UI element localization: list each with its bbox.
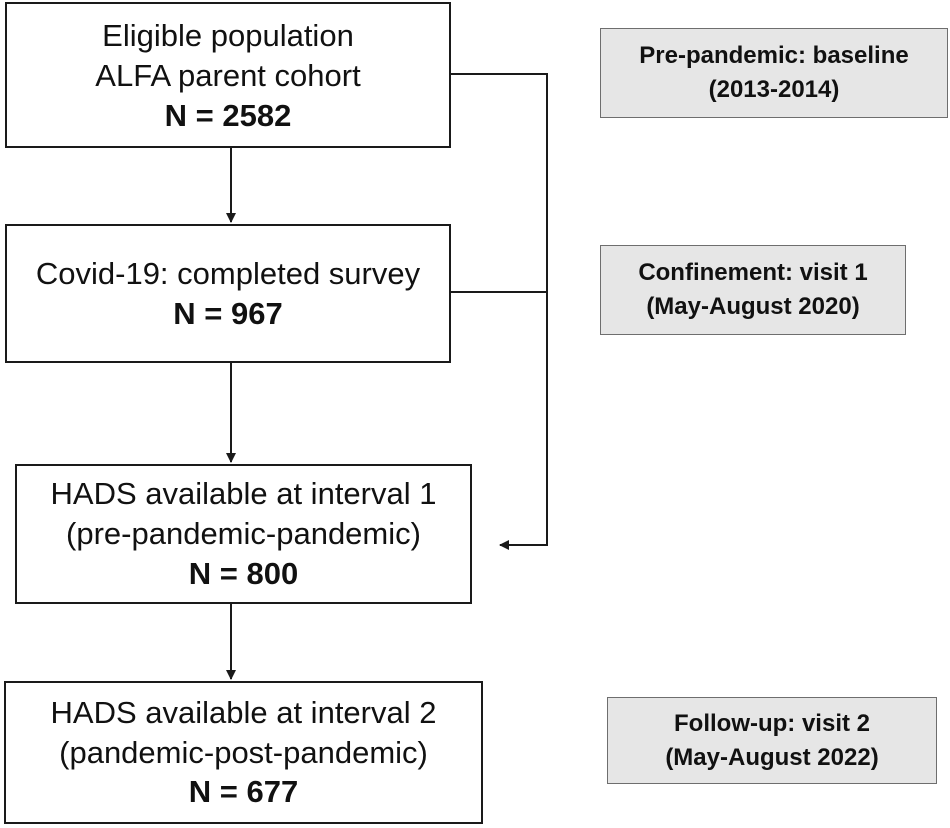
timepoint-label-period: (May-August 2022) (665, 743, 879, 771)
timepoint-label-period: (May-August 2020) (646, 293, 860, 320)
timepoint-label-visit-1: Confinement: visit 1 (May-August 2020) (600, 245, 906, 335)
box3-line2: (pre-pandemic-pandemic) (66, 516, 421, 552)
flow-box-completed-survey: Covid-19: completed survey N = 967 (5, 224, 451, 363)
box2-line1: Covid-19: completed survey (35, 255, 421, 291)
box4-line2: (pandemic-post-pandemic) (59, 734, 428, 770)
timepoint-label-title: Pre-pandemic: baseline (639, 42, 909, 70)
box4-count: N = 677 (188, 774, 299, 810)
box1-line2: ALFA parent cohort (95, 58, 361, 94)
timepoint-label-title: Confinement: visit 1 (638, 259, 868, 287)
timepoint-label-period: (2013-2014) (708, 76, 840, 103)
flow-box-hads-interval-2: HADS available at interval 2 (pandemic-p… (4, 681, 483, 824)
box2-count: N = 967 (173, 295, 283, 331)
timepoint-label-title: Follow-up: visit 2 (674, 709, 870, 737)
flow-box-eligible-population: Eligible population ALFA parent cohort N… (5, 2, 451, 148)
flow-box-hads-interval-1: HADS available at interval 1 (pre-pandem… (15, 464, 472, 604)
box3-count: N = 800 (188, 555, 299, 591)
box1-line1: Eligible population (102, 18, 354, 54)
timepoint-label-visit-2: Follow-up: visit 2 (May-August 2022) (607, 697, 937, 784)
box4-line1: HADS available at interval 2 (50, 694, 437, 730)
timepoint-label-baseline: Pre-pandemic: baseline (2013-2014) (600, 28, 948, 118)
box3-line1: HADS available at interval 1 (50, 476, 437, 512)
box1-count: N = 2582 (164, 97, 292, 133)
